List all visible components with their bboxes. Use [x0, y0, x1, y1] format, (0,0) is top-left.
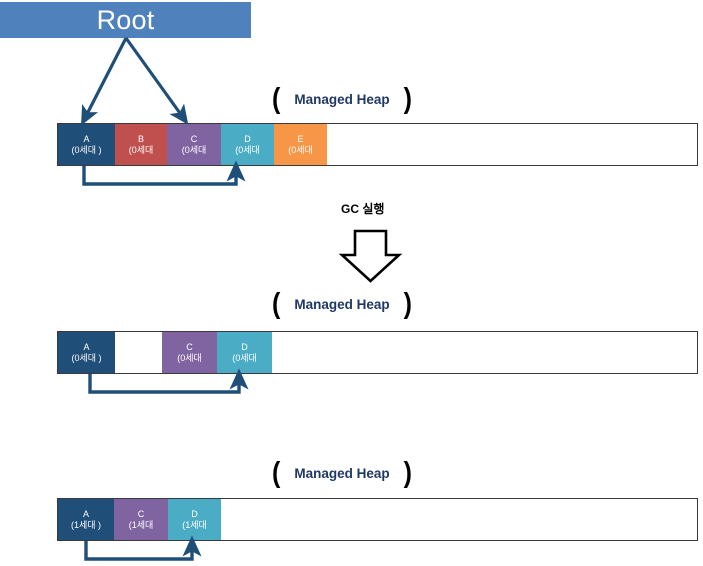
heap-block-generation: (0세대 )	[71, 352, 102, 363]
root-to-block-c-arrow	[124, 37, 189, 125]
managed-heap-caption-1: ( Managed Heap )	[272, 82, 412, 116]
row3-a-to-d-connector	[84, 535, 202, 561]
heap-block-a-row3: A (1세대 )	[58, 499, 114, 540]
root-node: Root	[0, 2, 251, 38]
heap-block-a-row1: A (0세대 )	[58, 124, 115, 165]
heap-before-gc: A (0세대 ) B (0세대 C (0세대 D (0세대 E (0세대	[57, 123, 698, 166]
heap-block-name: A	[83, 341, 90, 352]
managed-heap-label-3: Managed Heap	[294, 465, 390, 481]
close-brace-icon: )	[403, 287, 412, 321]
heap-after-gc: A (0세대 ) C (0세대 D (0세대	[57, 331, 698, 374]
row1-a-to-d-connector	[82, 160, 246, 186]
heap-block-generation: (0세대	[288, 144, 313, 155]
close-brace-icon: )	[403, 456, 412, 490]
root-to-block-a-arrow	[81, 37, 128, 126]
heap-compacted: A (1세대 ) C (1세대 D (1세대	[57, 498, 698, 541]
gc-down-arrow-icon	[338, 229, 403, 283]
heap-block-generation: (0세대 )	[71, 144, 102, 155]
heap-block-e-row1: E (0세대	[274, 124, 327, 165]
heap-block-name: A	[82, 508, 89, 519]
heap-block-generation: (0세대	[177, 352, 202, 363]
heap-block-generation: (0세대	[235, 144, 260, 155]
heap-block-name: A	[83, 133, 90, 144]
heap-block-c-row2: C (0세대	[162, 332, 217, 373]
gc-execution-label: GC 실행	[341, 202, 385, 216]
heap-block-name: D	[244, 133, 251, 144]
heap-block-name: C	[137, 508, 145, 519]
managed-heap-caption-2: ( Managed Heap )	[272, 287, 412, 321]
heap-block-generation: (1세대	[128, 519, 154, 530]
heap-block-name: B	[137, 133, 144, 144]
open-brace-icon: (	[272, 456, 281, 490]
heap-block-generation: (1세대 )	[70, 519, 102, 530]
open-brace-icon: (	[272, 82, 281, 116]
close-brace-icon: )	[403, 82, 412, 116]
managed-heap-label-2: Managed Heap	[294, 296, 390, 312]
heap-block-c-row3: C (1세대	[114, 499, 168, 540]
managed-heap-label-1: Managed Heap	[294, 91, 390, 107]
heap-block-d-row3: D (1세대	[168, 499, 221, 540]
open-brace-icon: (	[272, 287, 281, 321]
heap-block-name: E	[297, 133, 304, 144]
heap-block-generation: (1세대	[182, 519, 207, 530]
managed-heap-caption-3: ( Managed Heap )	[272, 456, 412, 490]
heap-block-generation: (0세대	[232, 352, 257, 363]
heap-block-name: D	[191, 508, 198, 519]
heap-block-b-row1: B (0세대	[115, 124, 167, 165]
heap-block-d-row2: D (0세대	[217, 332, 272, 373]
row2-a-to-d-connector	[88, 368, 249, 394]
heap-block-d-row1: D (0세대	[221, 124, 274, 165]
heap-block-c-row1: C (0세대	[167, 124, 221, 165]
heap-block-name: C	[190, 133, 198, 144]
heap-block-a-row2: A (0세대 )	[58, 332, 115, 373]
heap-block-generation: (0세대	[128, 144, 154, 155]
heap-block-name: D	[241, 341, 248, 352]
heap-block-generation: (0세대	[181, 144, 207, 155]
heap-block-name: C	[186, 341, 193, 352]
root-label: Root	[96, 4, 155, 35]
